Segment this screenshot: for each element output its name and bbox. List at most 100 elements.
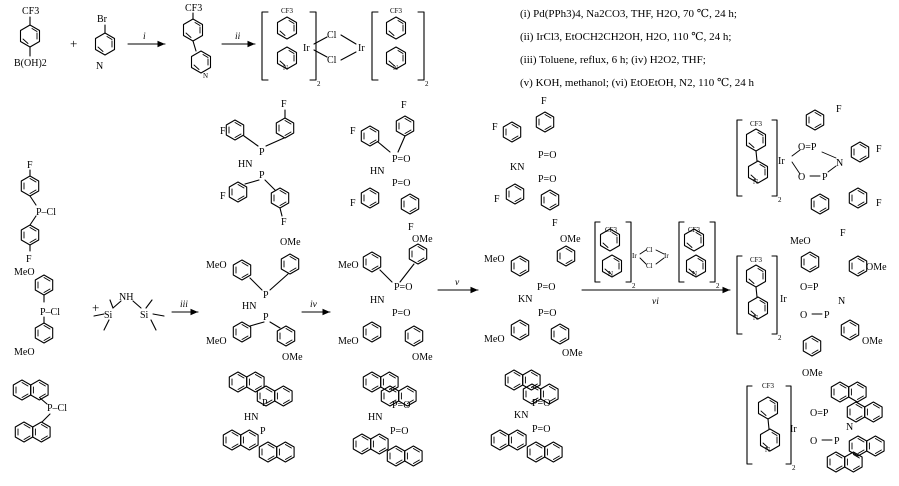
ir-label: Ir [303,43,310,54]
fluoro-pnp-potassium-salt: F F P=O KN P=O F F [492,96,560,229]
po-label: P=O [392,308,410,319]
meo-label: MeO [484,254,505,265]
iridium-fluoro-complex: CF3 N 2 Ir O=P O P N F F F F [736,104,882,239]
opo-label: O=P [798,142,817,153]
reaction-conditions: (i) Pd(PPh3)4, Na2CO3, THF, H2O, 70 ℃, 2… [520,8,755,89]
meo-label: MeO [206,260,227,271]
ome-label: OMe [802,368,823,379]
ir-label: Ir [778,156,785,167]
po-label: P=O [532,398,550,409]
ome-label: OMe [280,237,301,248]
f-label: F [836,104,842,115]
n-label: N [96,61,103,72]
f-label: F [281,217,287,228]
cf3-label: CF3 [185,3,202,14]
hn-label: HN [238,159,252,170]
ome-label: OMe [412,234,433,245]
p-label: P [822,172,828,183]
po-label: P=O [537,282,555,293]
po-label: P=O [538,150,556,161]
fluoro-pnp-dioxide: F F P=O HN P=O F F [350,100,420,233]
p-cl-label: P–Cl [47,403,67,414]
f-label: F [26,254,32,265]
opo-label: O=P [810,408,829,419]
f-label: F [494,194,500,205]
meo-label: MeO [338,260,359,271]
po-label: P=O [392,400,410,411]
po-label: P=O [392,178,410,189]
cl-label: Cl [646,262,653,270]
si-label: Si [140,310,149,321]
ir-label: Ir [790,424,797,435]
meo-label: MeO [790,236,811,247]
chloro-bridged-iridium-dimer: CF3 N 2 Ir Cl Cl Ir CF3 N 2 [261,7,429,88]
kn-label: KN [510,162,524,173]
p-label: P [263,290,269,301]
step-i-label: i [143,32,146,42]
cf3-label: CF3 [750,256,763,264]
ome-label: OMe [282,352,303,363]
subscript-2: 2 [716,282,720,290]
cl-label: Cl [646,246,653,254]
chloro-bridged-iridium-dimer-reagent: CF3 N 2 Ir Cl Cl Ir CF3 N 2 [594,221,720,290]
subscript-2: 2 [632,282,636,290]
n-label: N [753,314,758,322]
cf3-label: CF3 [22,6,39,17]
ir-label: Ir [632,252,637,260]
cf3-phenylpyridine: CF3 N [182,3,212,80]
po-label: P=O [538,174,556,185]
kn-label: KN [514,410,528,421]
hn-label: HN [370,166,384,177]
meo-label: MeO [338,336,359,347]
step-iii-label: iii [180,300,188,310]
f-label: F [840,228,846,239]
methoxy-pnp-potassium-salt: MeO OMe P=O KN P=O MeO OMe [484,234,583,359]
meo-label: MeO [14,267,35,278]
p-label: P [263,312,269,323]
cf3-phenylboronic-acid: CF3 B(OH)2 [14,6,47,69]
bis-methoxyphenyl-chlorophosphine: MeO P–Cl MeO [14,267,60,358]
naphthyl-pnp-dioxide: P=O HN P=O [353,372,422,466]
p-label: P [259,147,265,158]
f-label: F [876,144,882,155]
meo-label: MeO [14,347,35,358]
bis-fluorophenyl-chlorophosphine: F P–Cl F [20,160,56,265]
po-label: P=O [532,424,550,435]
cf3-label: CF3 [390,7,403,15]
p-label: P [834,436,840,447]
naphthyl-pnp-amine: P HN P [223,372,294,462]
po-label: P=O [538,308,556,319]
o-label: O [810,436,817,447]
bromopyridine: Br N [94,14,116,72]
subscript-2: 2 [778,334,782,342]
step-iv-label: iv [310,300,318,310]
methoxy-pnp-dioxide: MeO OMe P=O HN P=O MeO OMe [338,234,433,363]
plus-sign: + [70,36,77,51]
n-label: N [765,446,770,454]
po-label: P=O [390,426,408,437]
f-label: F [220,126,226,137]
f-label: F [541,96,547,107]
f-label: F [876,198,882,209]
n-label: N [283,64,288,72]
po-label: P=O [392,154,410,165]
cf3-label: CF3 [605,226,618,234]
fluoro-pnp-amine: F F P HN P F F [220,99,295,228]
iridium-naphthyl-complex: CF3 N 2 Ir O=P O P N [746,382,884,472]
ome-label: OMe [412,352,433,363]
cf3-label: CF3 [281,7,294,15]
ir-label: Ir [358,43,365,54]
plus-sign: + [92,300,99,315]
f-label: F [281,99,287,110]
ir-label: Ir [664,252,669,260]
p-label: P [824,310,830,321]
p-label: P [262,398,268,409]
opo-label: O=P [800,282,819,293]
meo-label: MeO [484,334,505,345]
cf3-label: CF3 [762,382,775,390]
condition-1: (i) Pd(PPh3)4, Na2CO3, THF, H2O, 70 ℃, 2… [520,8,737,20]
f-label: F [492,122,498,133]
n-label: N [836,158,843,169]
p-cl-label: P–Cl [36,207,56,218]
